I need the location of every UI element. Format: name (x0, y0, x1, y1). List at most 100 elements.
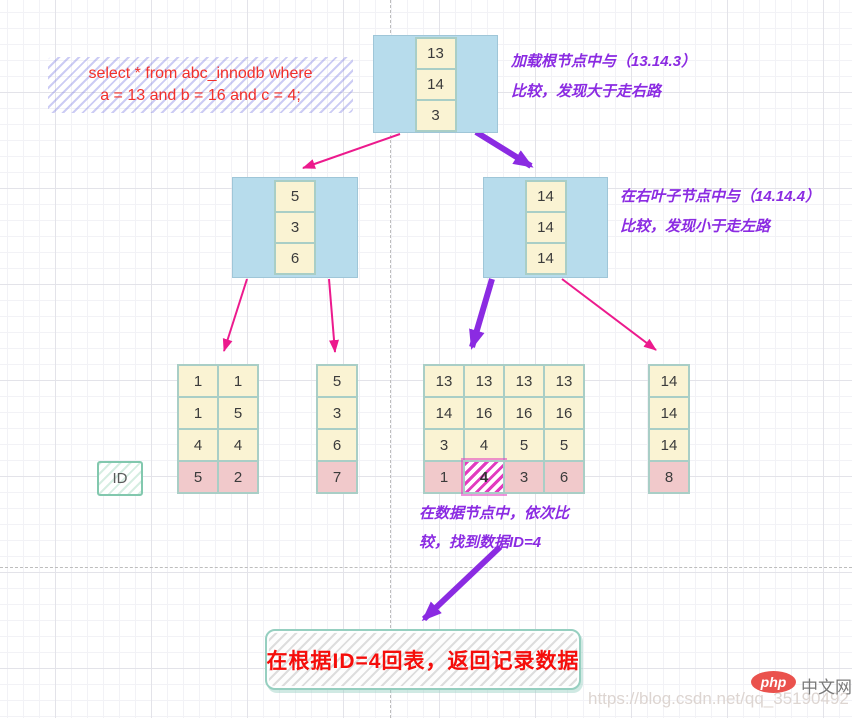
right-node-row-2: 14 (524, 242, 567, 275)
arrow-right-child-to-leaf-4 (561, 278, 657, 351)
leaf-3-cell-r1c3: 16 (543, 396, 585, 430)
leaf-4-row-0: 14 (648, 364, 690, 398)
arrow-root-to-left-child (302, 133, 401, 169)
leaf-1-cell-r3c0: 5 (177, 460, 219, 494)
arrow-root-to-right-child (474, 129, 534, 169)
left-node-cell-r1c0: 3 (274, 211, 316, 244)
annotation-data-line-1: 在数据节点中，依次比 (419, 505, 570, 522)
left-node-row-1: 3 (274, 211, 316, 244)
left-node-row-2: 6 (274, 242, 316, 275)
arrow-right-child-to-leaf-3 (469, 278, 495, 350)
right-node-row-1: 14 (524, 211, 567, 244)
right-node-row-0: 14 (524, 180, 567, 213)
leaf-3-cell-r1c2: 16 (503, 396, 545, 430)
annotation-right-leaf-compare: 在右叶子节点中与（14.14.4） 比较，发现小于走左路 (620, 182, 820, 242)
php-site-logo: php (751, 671, 796, 693)
left-node-row-0: 5 (274, 180, 316, 213)
leaf-3-cell-r3c1: 4 (463, 460, 505, 494)
leaf-3-cell-r2c0: 3 (423, 428, 465, 462)
leaf-3-cell-r2c3: 5 (543, 428, 585, 462)
leaf-1-cell-r2c0: 4 (177, 428, 219, 462)
root-node-cell-r0c0: 13 (414, 36, 457, 70)
arrow-left-child-to-leaf-1 (222, 278, 248, 352)
left-node-cell-r0c0: 5 (274, 180, 316, 213)
leaf-3-cell-r2c1: 4 (463, 428, 505, 462)
right-node-cell-r0c0: 14 (524, 180, 567, 213)
leaf-1-cell-r0c0: 1 (177, 364, 219, 398)
leaf-2-cell-r1c0: 3 (316, 396, 358, 430)
leaf-2-row-1: 3 (316, 396, 358, 430)
leaf-4-row-3: 8 (648, 460, 690, 494)
leaf-3-cell-r1c1: 16 (463, 396, 505, 430)
leaf-4-row-1: 14 (648, 396, 690, 430)
leaf-3-cell-r3c3: 6 (543, 460, 585, 494)
leaf-1-cell-r0c1: 1 (217, 364, 259, 398)
root-node-row-0: 13 (414, 36, 457, 70)
right-node-cell-r2c0: 14 (524, 242, 567, 275)
annotation-right-line-2: 比较，发现小于走左路 (620, 218, 771, 235)
watermark-url: https://blog.csdn.net/qq_35190492 (588, 689, 849, 708)
leaf-3-cell-r3c0: 1 (423, 460, 465, 494)
root-node-cell-r2c0: 3 (414, 98, 457, 132)
leaf-4-row-2: 14 (648, 428, 690, 462)
leaf-3-cell-r0c2: 13 (503, 364, 545, 398)
leaf-3-cell-r0c3: 13 (543, 364, 585, 398)
leaf-2-cell-r0c0: 5 (316, 364, 358, 398)
sql-query-line-2: a = 13 and b = 16 and c = 4; (100, 87, 301, 104)
root-node-row-2: 3 (414, 98, 457, 132)
id-row-label: ID (97, 461, 143, 496)
right-node-cell-r1c0: 14 (524, 211, 567, 244)
leaf-4-cell-r1c0: 14 (648, 396, 690, 430)
sql-query-line-1: select * from abc_innodb where (88, 65, 313, 82)
left-node-cell-r2c0: 6 (274, 242, 316, 275)
annotation-right-line-1: 在右叶子节点中与（14.14.4） (620, 188, 821, 205)
page-guide-vertical (390, 0, 391, 718)
leaf-1-cell-r2c1: 4 (217, 428, 259, 462)
leaf-3-cell-r0c1: 13 (463, 364, 505, 398)
root-node-cell-r1c0: 14 (414, 67, 457, 101)
leaf-1-cell-r1c1: 5 (217, 396, 259, 430)
leaf-3-cell-r1c0: 14 (423, 396, 465, 430)
leaf-4-cell-r3c0: 8 (648, 460, 690, 494)
result-callout-box: 在根据ID=4回表，返回记录数据 (265, 629, 581, 690)
leaf-3-cell-r3c2: 3 (503, 460, 545, 494)
arrow-to-result-box (421, 544, 503, 622)
leaf-3-cell-r0c0: 13 (423, 364, 465, 398)
sql-query-note: select * from abc_innodb where a = 13 an… (48, 57, 353, 113)
annotation-root-line-1: 加载根节点中与（13.14.3） (511, 53, 697, 70)
page-guide-horizontal (0, 567, 852, 568)
watermark-site-name: 中文网 (801, 678, 852, 697)
leaf-4-cell-r2c0: 14 (648, 428, 690, 462)
annotation-root-compare: 加载根节点中与（13.14.3） 比较，发现大于走右路 (511, 47, 696, 107)
leaf-2-cell-r3c0: 7 (316, 460, 358, 494)
leaf-2-row-0: 5 (316, 364, 358, 398)
annotation-data-line-2: 较，找到数据ID=4 (419, 534, 542, 551)
leaf-4-cell-r0c0: 14 (648, 364, 690, 398)
root-node-row-1: 14 (414, 67, 457, 101)
annotation-data-node-compare: 在数据节点中，依次比 较，找到数据ID=4 (419, 499, 569, 557)
leaf-3-cell-r2c2: 5 (503, 428, 545, 462)
leaf-1-cell-r3c1: 2 (217, 460, 259, 494)
leaf-1-cell-r1c0: 1 (177, 396, 219, 430)
leaf-2-row-3: 7 (316, 460, 358, 494)
annotation-root-line-2: 比较，发现大于走右路 (511, 83, 662, 100)
leaf-2-cell-r2c0: 6 (316, 428, 358, 462)
arrow-left-child-to-leaf-2 (328, 278, 340, 353)
leaf-2-row-2: 6 (316, 428, 358, 462)
